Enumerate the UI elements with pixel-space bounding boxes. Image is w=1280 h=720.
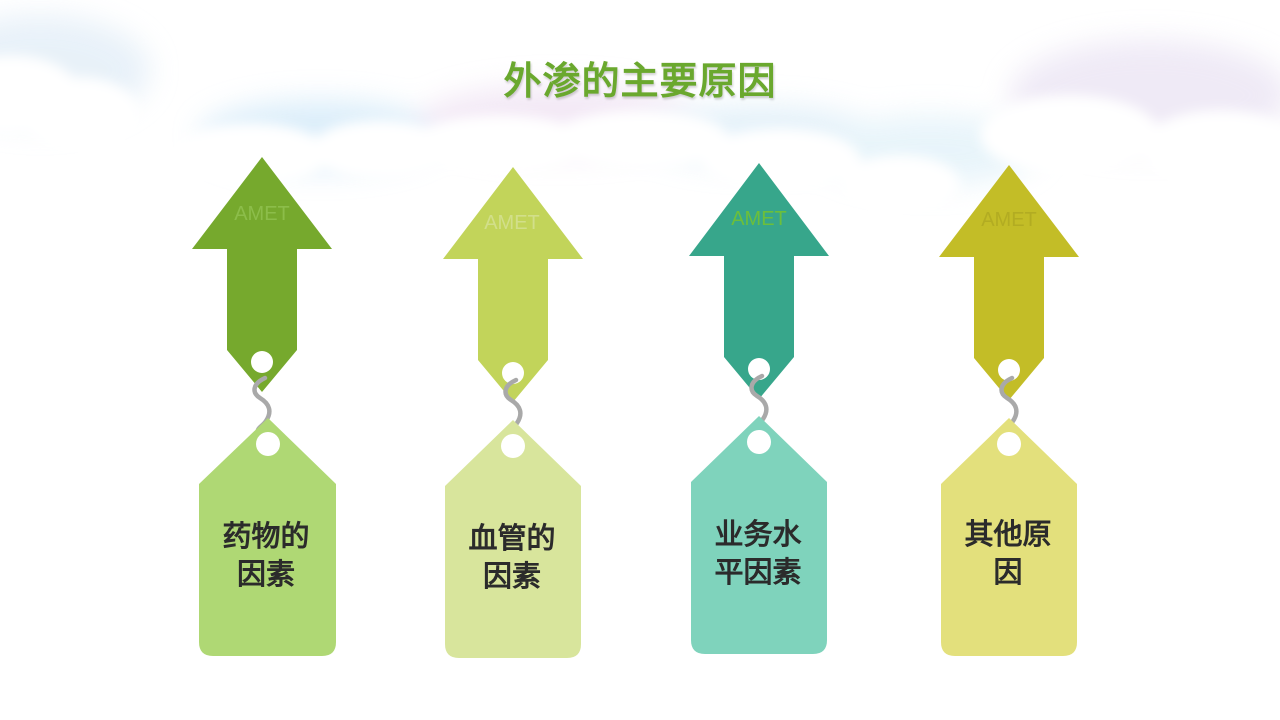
- tag-shape: [445, 420, 581, 658]
- arrow-hole: [748, 358, 770, 380]
- tag-shape: [691, 416, 827, 654]
- arrow-label: AMET: [981, 209, 1037, 231]
- cause-item-skill: AMET 业务水 平因素: [686, 0, 846, 720]
- tag-label-line1: 业务水: [714, 517, 802, 551]
- arrow-tag-graphic: [689, 163, 829, 654]
- arrow-hole: [251, 351, 273, 373]
- arrow-tag-graphic: [443, 167, 583, 658]
- tag-hole: [501, 434, 525, 458]
- cause-item-drug: AMET 药物的 因素: [188, 0, 348, 720]
- tag-shape: [199, 418, 336, 656]
- tag-label-line2: 平因素: [714, 555, 802, 589]
- tag-label: 业务水 平因素: [692, 515, 824, 591]
- arrow-label: AMET: [234, 203, 290, 225]
- tag-shape: [941, 418, 1077, 656]
- up-arrow-shape: [443, 167, 583, 402]
- arrow-label: AMET: [484, 212, 540, 234]
- tag-hole: [747, 430, 771, 454]
- tag-label: 血管的 因素: [446, 519, 578, 595]
- tag-label-line1: 血管的: [468, 521, 556, 555]
- arrow-hole: [502, 362, 524, 384]
- tag-label: 其他原 因: [942, 515, 1074, 591]
- up-arrow-shape: [192, 157, 332, 392]
- cause-item-other: AMET 其他原 因: [936, 0, 1096, 720]
- arrow-tag-graphic: [939, 165, 1079, 656]
- cause-item-vessel: AMET 血管的 因素: [440, 0, 600, 720]
- tag-label: 药物的 因素: [200, 517, 332, 593]
- up-arrow-shape: [939, 165, 1079, 400]
- tag-hole: [997, 432, 1021, 456]
- arrow-hole: [998, 359, 1020, 381]
- tag-label-line1: 药物的: [222, 519, 310, 553]
- page-title: 外渗的主要原因: [503, 59, 777, 103]
- tag-label-line2: 因: [993, 555, 1023, 589]
- tag-label-line2: 因素: [482, 559, 541, 593]
- tag-label-line1: 其他原: [964, 517, 1052, 551]
- arrow-label: AMET: [731, 208, 787, 230]
- arrow-tag-graphic: [192, 157, 336, 656]
- tag-hole: [256, 432, 280, 456]
- tag-label-line2: 因素: [236, 557, 295, 591]
- up-arrow-shape: [689, 163, 829, 399]
